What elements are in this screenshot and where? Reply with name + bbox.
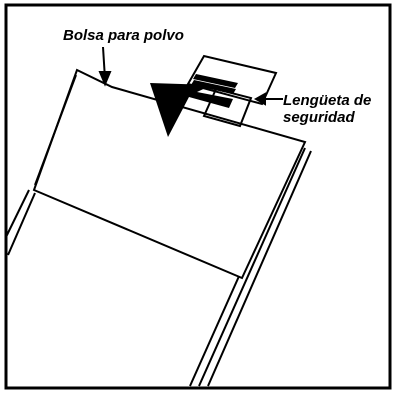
dust-bag [32,68,307,280]
insert-arrow-icon [150,83,233,137]
callout-tab [253,92,283,106]
safety-tab-label-line2: seguridad [283,109,355,126]
callout-bag [98,46,112,87]
dust-bag-label: Bolsa para polvo [63,27,184,44]
safety-tab-label-line1: Lengüeta de [283,92,372,109]
safety-tab-label: Lengüeta de seguridad [283,92,371,126]
